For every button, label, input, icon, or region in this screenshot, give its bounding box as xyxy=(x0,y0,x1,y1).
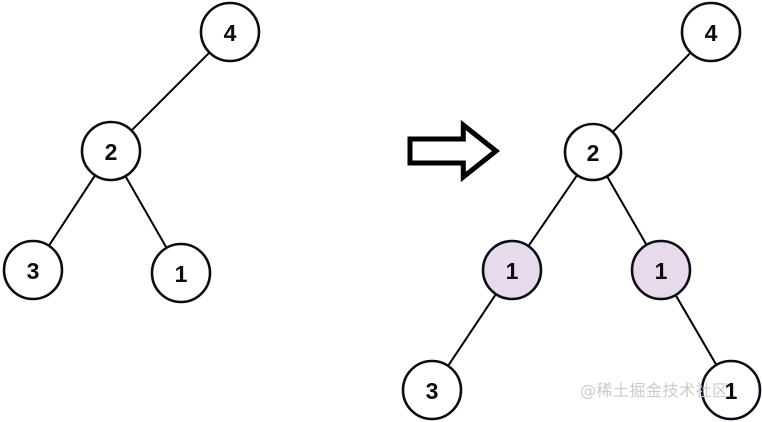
tree-node: 1 xyxy=(481,239,543,301)
node-value-label: 3 xyxy=(426,378,439,404)
node-circle xyxy=(401,359,463,421)
tree-edge xyxy=(446,292,498,368)
tree-node: 4 xyxy=(680,1,742,63)
node-circle xyxy=(563,122,623,182)
node-circle xyxy=(150,242,212,304)
node-circle xyxy=(80,120,142,182)
tree-node: 2 xyxy=(80,120,142,182)
tree-edge xyxy=(526,173,579,248)
tree-node: 1 xyxy=(150,242,212,304)
tree-edge xyxy=(610,50,693,134)
tree-node: 4 xyxy=(199,1,261,63)
node-value-label: 4 xyxy=(224,20,237,46)
node-circle xyxy=(680,1,742,63)
node-circle xyxy=(2,239,64,301)
tree-node: 3 xyxy=(2,239,64,301)
node-value-label: 3 xyxy=(27,258,40,284)
edges-layer xyxy=(47,50,718,368)
node-value-label: 4 xyxy=(705,20,718,46)
node-value-label: 1 xyxy=(175,261,188,287)
tree-edge xyxy=(674,293,718,367)
tree-node: 1 xyxy=(630,239,692,301)
node-circle-highlight xyxy=(481,239,543,301)
tree-edge xyxy=(47,173,97,248)
arrow-layer xyxy=(407,119,501,183)
tree-node: 3 xyxy=(401,359,463,421)
tree-node: 1 xyxy=(700,359,762,421)
watermark-label: @稀土掘金技术社区 xyxy=(580,381,729,400)
tree-edge xyxy=(605,174,649,247)
tree-edge xyxy=(129,50,212,133)
node-circle xyxy=(199,1,261,63)
node-value-label: 2 xyxy=(587,140,600,166)
right-arrow-icon xyxy=(407,119,501,183)
node-value-label: 1 xyxy=(725,378,738,404)
node-value-label: 1 xyxy=(655,258,668,284)
node-value-label: 1 xyxy=(506,258,519,284)
tree-node: 2 xyxy=(563,122,623,182)
node-circle-highlight xyxy=(630,239,692,301)
node-circle xyxy=(700,359,762,421)
tree-edge xyxy=(123,174,169,250)
node-value-label: 2 xyxy=(105,139,118,165)
